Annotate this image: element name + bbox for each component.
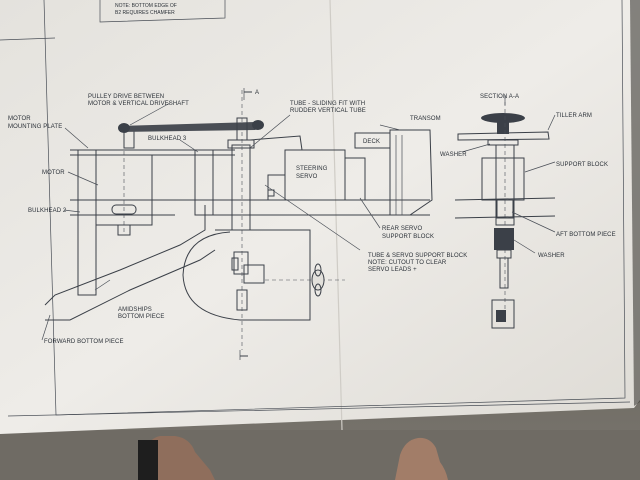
pulley-belt — [120, 122, 262, 132]
side-view — [41, 88, 433, 360]
note-top-2: B2 REQUIRES CHAMFER — [115, 10, 175, 16]
paper-shadow — [630, 0, 640, 406]
label-motor: MOTOR — [42, 170, 65, 176]
label-pulley-2: MOTOR & VERTICAL DRIVESHAFT — [88, 101, 189, 107]
title-block — [99, 0, 226, 23]
label-aft-bottom: AFT BOTTOM PIECE — [556, 232, 616, 238]
label-bulkhead2: BULKHEAD 2 — [28, 208, 67, 214]
label-tube-servo-2: NOTE: CUTOUT TO CLEAR — [368, 260, 447, 266]
label-support-block: SUPPORT BLOCK — [556, 162, 608, 168]
label-section-mark: A — [255, 90, 259, 96]
label-tube-servo-1: TUBE & SERVO SUPPORT BLOCK — [368, 253, 467, 259]
label-forward-bottom: FORWARD BOTTOM PIECE — [44, 339, 124, 345]
carpet — [0, 430, 640, 480]
label-steering-1: STEERING — [296, 166, 328, 172]
label-washer-upper: WASHER — [440, 152, 467, 158]
label-deck: DECK — [363, 139, 380, 145]
label-section-aa: SECTION A-A — [480, 94, 519, 100]
label-tiller-arm: TILLER ARM — [556, 113, 592, 119]
label-tube-2: RUDDER VERTICAL TUBE — [290, 108, 366, 114]
label-motor-plate-2: MOUNTING PLATE — [8, 124, 62, 130]
label-amidships-2: BOTTOM PIECE — [118, 314, 164, 320]
label-bulkhead3: BULKHEAD 3 — [148, 136, 187, 142]
feet — [138, 436, 448, 480]
label-rear-servo-2: SUPPORT BLOCK — [382, 234, 434, 240]
label-rear-servo-1: REAR SERVO — [382, 226, 422, 232]
note-top-1: NOTE: BOTTOM EDGE OF — [115, 3, 177, 9]
label-tube-1: TUBE - SLIDING FIT WITH — [290, 101, 365, 107]
label-amidships-1: AMIDSHIPS — [118, 307, 152, 313]
label-pulley-1: PULLEY DRIVE BETWEEN — [88, 94, 164, 100]
label-motor-plate-1: MOTOR — [8, 116, 31, 122]
section-aa-view — [454, 95, 556, 329]
border-frame — [43, 0, 626, 416]
label-tube-servo-3: SERVO LEADS + — [368, 267, 417, 273]
label-transom: TRANSOM — [410, 116, 441, 122]
label-washer-lower: WASHER — [538, 253, 565, 259]
label-steering-2: SERVO — [296, 174, 318, 180]
